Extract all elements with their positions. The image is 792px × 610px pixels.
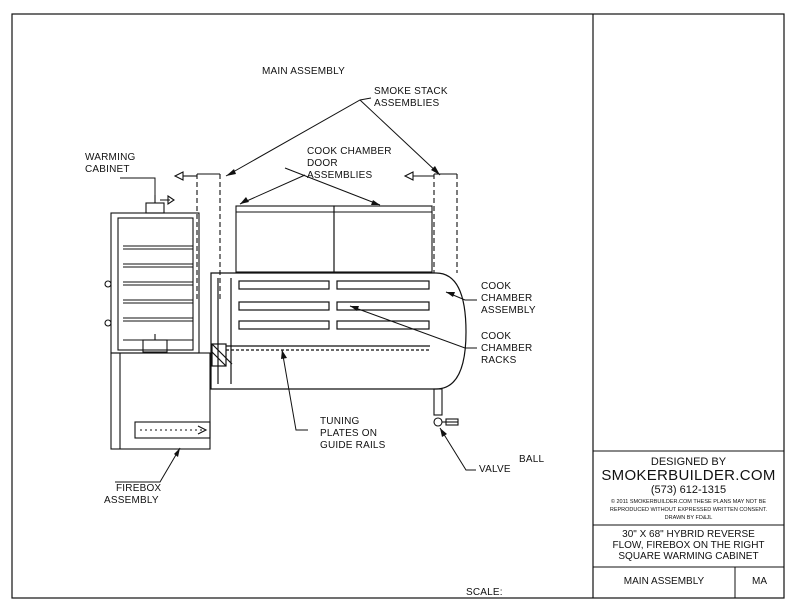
- door-assemblies-label-line1: COOK CHAMBER: [307, 146, 392, 157]
- racks-label-line3: RACKS: [481, 355, 517, 366]
- leader-lines: [115, 97, 477, 483]
- cook-chamber: [210, 272, 467, 390]
- racks-label-line2: CHAMBER: [481, 343, 533, 354]
- company-name: SMOKERBUILDER.COM: [601, 467, 776, 484]
- sheet-code: MA: [752, 576, 767, 587]
- warming-cabinet: [104, 194, 200, 354]
- cook-chamber-label-line1: COOK: [481, 281, 512, 292]
- designed-by-label: DESIGNED BY: [650, 456, 727, 468]
- warming-cabinet-label-line1: WARMING: [85, 152, 136, 163]
- cook-chamber-doors: [235, 205, 433, 273]
- cook-chamber-label-line3: ASSEMBLY: [481, 305, 536, 316]
- door-assemblies-label-line3: ASSEMBLIES: [307, 170, 373, 181]
- ball-valve: [433, 388, 459, 427]
- firebox-label-line1: FIREBOX: [116, 483, 162, 494]
- copyright-line2: REPRODUCED WITHOUT EXPRESSED WRITTEN CON…: [609, 507, 768, 513]
- drawn-by: DRAWN BY FD&JL: [664, 515, 713, 521]
- smoke-stack-label-line2: ASSEMBLIES: [374, 98, 440, 109]
- tuning-plates-label-line1: TUNING: [320, 416, 360, 427]
- scale-label: SCALE:: [466, 587, 503, 598]
- cook-chamber-label-line2: CHAMBER: [481, 293, 533, 304]
- ball-label: BALL: [519, 454, 545, 465]
- valve-label: VALVE: [479, 464, 511, 475]
- smoke-stacks: [173, 171, 458, 302]
- leader-arrows: [174, 166, 455, 457]
- description-line2: FLOW, FIREBOX ON THE RIGHT: [612, 540, 765, 551]
- smoke-stack-label-line1: SMOKE STACK: [374, 86, 448, 97]
- description-line1: 30" X 68" HYBRID REVERSE: [622, 529, 755, 540]
- door-assemblies-label-line2: DOOR: [307, 158, 338, 169]
- view-title: MAIN ASSEMBLY: [262, 66, 345, 77]
- tuning-plates-label-line3: GUIDE RAILS: [320, 440, 386, 451]
- racks-label-line1: COOK: [481, 331, 512, 342]
- firebox: [110, 334, 211, 450]
- sheet-border: [11, 13, 785, 599]
- firebox-label-line2: ASSEMBLY: [104, 495, 159, 506]
- warming-cabinet-label-line2: CABINET: [85, 164, 130, 175]
- company-phone: (573) 612-1315: [650, 484, 727, 496]
- description-line3: SQUARE WARMING CABINET: [618, 551, 759, 562]
- copyright-line1: © 2011 SMOKERBUILDER.COM THESE PLANS MAY…: [610, 499, 767, 505]
- sheet-name: MAIN ASSEMBLY: [623, 576, 705, 587]
- tuning-plates-label-line2: PLATES ON: [320, 428, 378, 439]
